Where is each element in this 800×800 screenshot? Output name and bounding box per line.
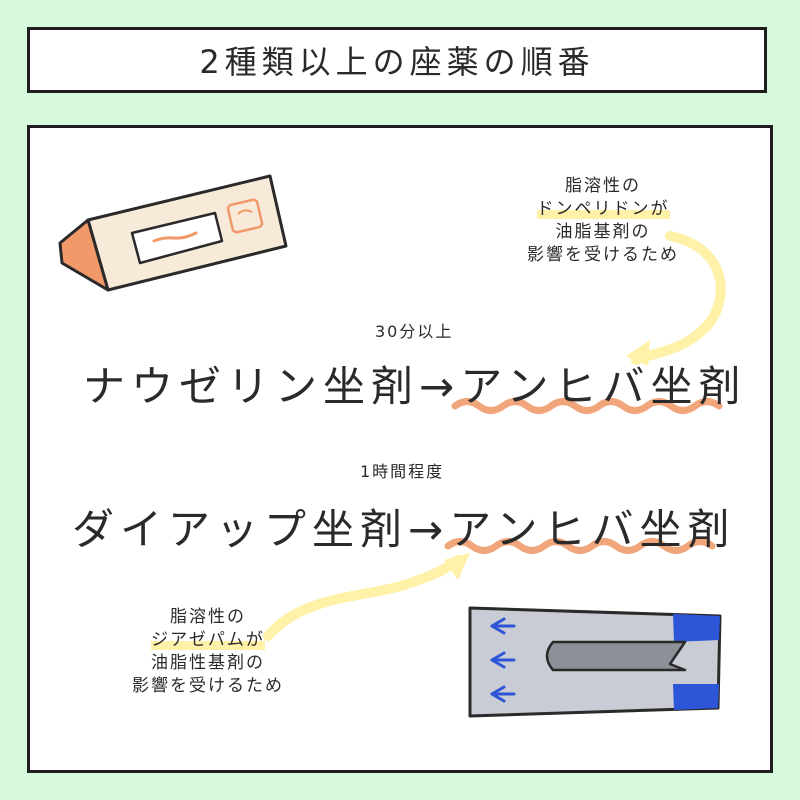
bottom-note-line1: 脂溶性の: [170, 607, 246, 627]
bottom-sequence: ダイアップ坐剤→アンヒバ坐剤: [72, 496, 736, 557]
bottom-reason-note: 脂溶性の ジアゼパムが 油脂性基剤の 影響を受けるため: [108, 606, 308, 698]
top-note-line2-wrap: ドンペリドンが: [498, 198, 708, 221]
bottom-sequence-arrow: →: [408, 505, 450, 554]
diapp-suppository-icon: [468, 606, 722, 718]
bottom-note-line2-wrap: ジアゼパムが: [108, 629, 308, 652]
top-first-drug: ナウゼリン坐剤: [83, 362, 420, 411]
top-note-line3: 油脂基剤の: [555, 222, 651, 242]
title-box: 2種類以上の座薬の順番: [27, 27, 767, 93]
bottom-note-line4: 影響を受けるため: [132, 676, 284, 696]
bottom-note-line2: ジアゼパムが: [151, 630, 265, 650]
top-note-line1: 脂溶性の: [565, 176, 641, 196]
top-wavy-underline: [451, 398, 723, 414]
nauzelin-suppository-icon: [58, 174, 288, 292]
content-panel: 脂溶性の ドンペリドンが 油脂基剤の 影響を受けるため 30分以上 ナウゼリン坐…: [27, 125, 773, 773]
bottom-first-drug: ダイアップ坐剤: [72, 505, 409, 554]
top-note-line4: 影響を受けるため: [527, 245, 679, 265]
top-highlight-arrow: [626, 231, 726, 366]
bottom-note-line3: 油脂性基剤の: [151, 653, 265, 673]
bottom-highlight-arrow: [263, 553, 470, 641]
top-interval-label: 30分以上: [375, 322, 454, 341]
bottom-interval-label: 1時間程度: [360, 462, 445, 481]
top-note-line2: ドンペリドンが: [536, 199, 670, 219]
top-second-drug: アンヒバ坐剤: [460, 362, 747, 411]
bottom-wavy-underline: [444, 538, 716, 554]
page-title: 2種類以上の座薬の順番: [199, 43, 595, 81]
top-sequence: ナウゼリン坐剤→アンヒバ坐剤: [83, 353, 747, 414]
top-sequence-arrow: →: [419, 362, 461, 411]
bottom-second-drug: アンヒバ坐剤: [449, 505, 736, 554]
top-reason-note: 脂溶性の ドンペリドンが 油脂基剤の 影響を受けるため: [498, 175, 708, 267]
decoration-layer: [58, 174, 726, 718]
